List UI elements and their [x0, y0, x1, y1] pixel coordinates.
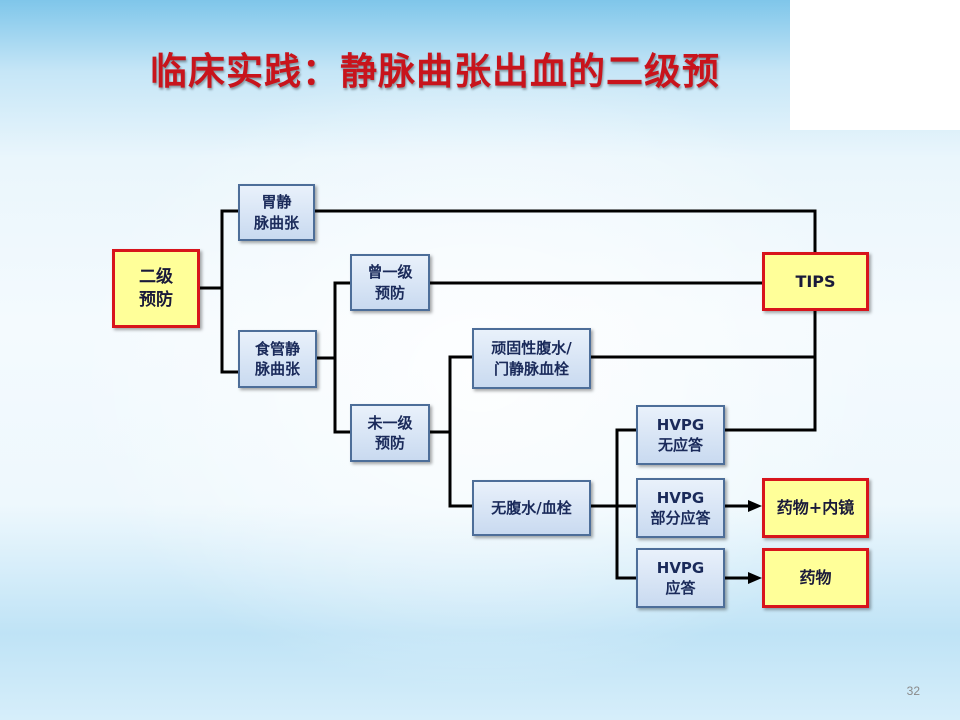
node-refractory-ascites: 顽固性腹水/ 门静脉血栓 — [472, 328, 591, 389]
node-drug: 药物 — [762, 548, 869, 608]
white-corner-patch — [790, 0, 960, 130]
slide-title: 临床实践：静脉曲张出血的二级预 — [150, 50, 720, 93]
node-esophageal-varices: 食管静 脉曲张 — [238, 330, 317, 388]
connector-root-branch — [196, 209, 240, 374]
connector-no-primary-branch — [428, 355, 474, 508]
node-tips: TIPS — [762, 252, 869, 311]
page-number: 32 — [906, 684, 920, 698]
connector-esophageal-branch — [315, 281, 352, 434]
node-hvpg-response: HVPG 应答 — [636, 548, 725, 608]
node-secondary-prevention: 二级 预防 — [112, 249, 200, 328]
connector-gastric-to-tips — [313, 209, 817, 254]
node-drug-plus-endoscopy: 药物+内镜 — [762, 478, 869, 538]
arrow-to-drug-endoscopy — [748, 500, 762, 512]
node-gastric-varices: 胃静 脉曲张 — [238, 184, 315, 241]
node-had-primary-prevention: 曾一级 预防 — [350, 254, 430, 311]
arrow-to-drug — [748, 572, 762, 584]
node-no-ascites: 无腹水/血栓 — [472, 480, 591, 536]
connector-no-ascites-branch — [589, 428, 638, 580]
node-no-primary-prevention: 未一级 预防 — [350, 404, 430, 462]
node-hvpg-partial-response: HVPG 部分应答 — [636, 478, 725, 538]
node-hvpg-no-response: HVPG 无应答 — [636, 405, 725, 465]
